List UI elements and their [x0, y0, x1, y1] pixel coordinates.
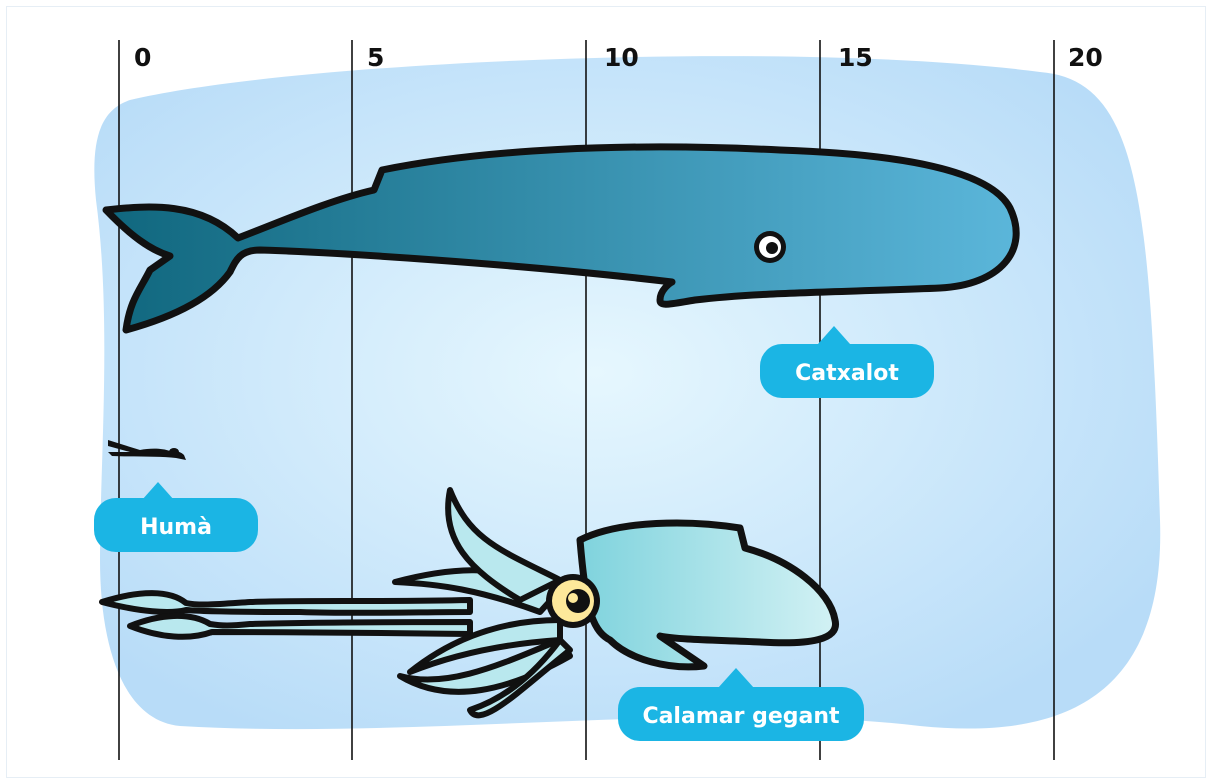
label-human-text: Humà [140, 515, 212, 540]
tick-label: 15 [838, 43, 873, 72]
tick-label: 20 [1068, 43, 1103, 72]
tick-label: 10 [604, 43, 639, 72]
label-whale-text: Catxalot [795, 361, 899, 386]
whale-eye [754, 231, 786, 263]
squid-eye [546, 574, 600, 628]
tick-label: 5 [367, 43, 384, 72]
tick-label: 0 [134, 43, 151, 72]
squid-feeding-tentacles [102, 593, 470, 637]
label-squid-text: Calamar gegant [642, 704, 840, 729]
